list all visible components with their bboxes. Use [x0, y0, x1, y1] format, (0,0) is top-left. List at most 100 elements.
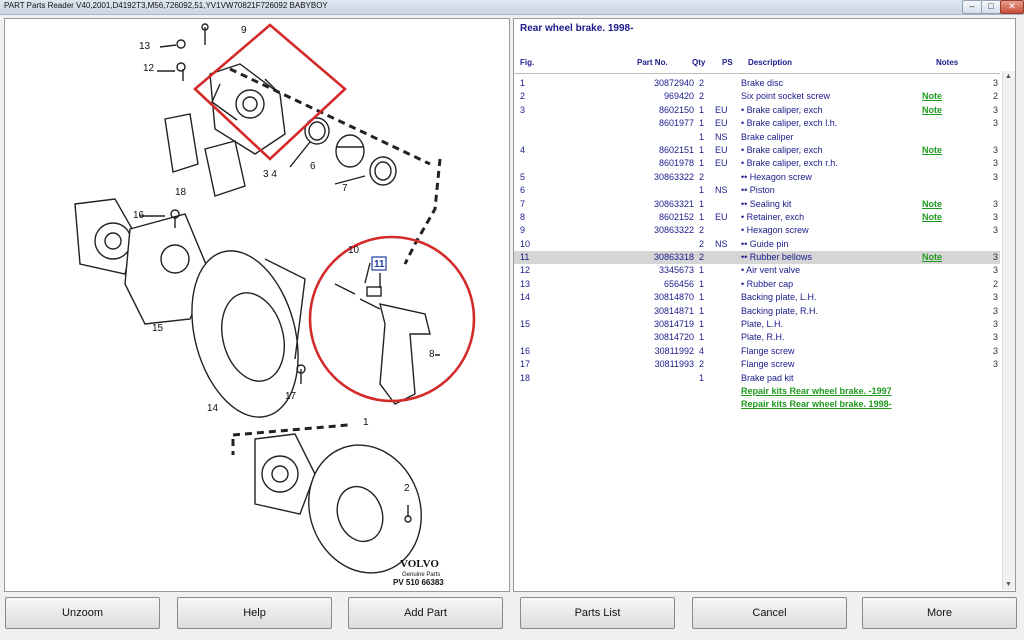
row-qty: 2 [698, 359, 704, 370]
header-description[interactable]: Description [748, 58, 793, 67]
row-part-no: 8602151 [658, 144, 694, 155]
row-qty: 4 [698, 345, 704, 356]
row-part-no: 30863321 [653, 198, 694, 209]
more-button[interactable]: More [862, 597, 1017, 629]
scroll-down-icon[interactable]: ▼ [1005, 581, 1012, 588]
vertical-scrollbar[interactable]: ▲ ▼ [1002, 71, 1015, 590]
row-note-link[interactable]: Note [922, 144, 942, 155]
row-notes: 2 [993, 91, 999, 102]
callout-12: 12 [143, 63, 155, 74]
row-note-link[interactable]: Note [922, 198, 942, 209]
header-notes[interactable]: Notes [936, 58, 959, 67]
add-part-button[interactable]: Add Part [348, 597, 503, 629]
brake-diagram-svg: 1 2 3 4 6 7 8 9 10 13 12 14 15 16 17 18 … [74, 23, 476, 587]
row-fig: 13 [520, 278, 531, 289]
row-ps: EU [715, 158, 728, 169]
header-ps[interactable]: PS [722, 58, 733, 67]
row-note-link[interactable]: Note [922, 104, 942, 115]
row-part-no: 30811992 [654, 345, 694, 356]
unzoom-button[interactable]: Unzoom [5, 597, 160, 629]
row-description: Brake pad kit [741, 372, 794, 383]
row-notes: 3 [993, 104, 999, 115]
row-notes: 3 [993, 305, 999, 316]
row-part-no: 30814719 [653, 319, 694, 330]
genuine-parts-label: Genuine Parts [402, 572, 440, 578]
exploded-diagram[interactable]: 1 2 3 4 6 7 8 9 10 13 12 14 15 16 17 18 … [4, 18, 510, 592]
row-notes: 3 [993, 78, 999, 88]
row-notes: 3 [993, 118, 999, 129]
row-part-no: 656456 [663, 278, 694, 289]
maximize-button[interactable]: □ [981, 0, 1001, 14]
kit-row: Repair kits Rear wheel brake. 1998- [514, 398, 1000, 411]
row-qty: 2 [698, 91, 704, 102]
row-qty: 2 [698, 171, 704, 182]
header-part-no[interactable]: Part No. [637, 58, 668, 67]
row-description: Brake disc [741, 78, 784, 88]
row-description: • Brake caliper, exch r.h. [741, 158, 838, 169]
repair-kit-link[interactable]: Repair kits Rear wheel brake. -1997 [741, 385, 892, 396]
row-note-link[interactable]: Note [922, 211, 942, 222]
row-description: Backing plate, R.H. [741, 305, 819, 316]
row-note-link[interactable]: Note [922, 252, 942, 263]
row-description: • Hexagon screw [741, 225, 809, 236]
diagram-ref: PV 510 66383 [393, 578, 444, 587]
parts-list-button[interactable]: Parts List [520, 597, 675, 629]
close-button[interactable]: ✕ [1000, 0, 1024, 14]
row-fig: 7 [520, 198, 526, 209]
callout-13: 13 [139, 41, 151, 52]
repair-kit-link[interactable]: Repair kits Rear wheel brake. 1998- [741, 399, 892, 410]
row-qty: 2 [698, 252, 704, 263]
minimize-button[interactable]: – [962, 0, 982, 14]
row-description: Plate, L.H. [741, 319, 784, 330]
row-note-link[interactable]: Note [922, 91, 942, 102]
row-part-no: 30814870 [653, 292, 694, 303]
row-notes: 3 [993, 292, 999, 303]
row-description: •• Piston [741, 185, 775, 196]
callout-7: 7 [342, 183, 348, 194]
callout-11: 11 [374, 259, 385, 270]
row-description: Backing plate, L.H. [741, 292, 817, 303]
row-qty: 1 [698, 278, 704, 289]
row-description: Flange screw [741, 345, 795, 356]
callout-18: 18 [175, 187, 187, 198]
row-qty: 2 [698, 225, 704, 236]
callout-16: 16 [133, 210, 145, 221]
window-title: PART Parts Reader V40,2001,D4192T3,M56,7… [4, 1, 328, 10]
row-qty: 2 [698, 78, 704, 88]
header-qty[interactable]: Qty [692, 58, 706, 67]
help-button[interactable]: Help [177, 597, 332, 629]
header-fig[interactable]: Fig. [520, 58, 535, 67]
row-notes: 2 [993, 278, 999, 289]
row-fig: 1 [520, 78, 526, 88]
row-description: • Brake caliper, exch l.h. [741, 118, 838, 129]
row-part-no: 30811993 [654, 359, 694, 370]
callout-10: 10 [348, 245, 360, 256]
scroll-up-icon[interactable]: ▲ [1005, 73, 1012, 80]
cancel-button[interactable]: Cancel [692, 597, 847, 629]
row-part-no: 3345673 [658, 265, 694, 276]
row-part-no: 8602152 [658, 211, 694, 222]
